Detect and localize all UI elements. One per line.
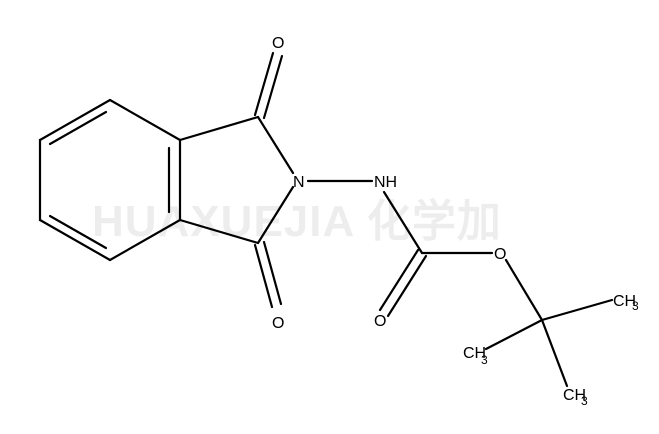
bond-nh-c — [382, 190, 424, 255]
double-bond — [386, 254, 428, 318]
double-bond-inner — [48, 214, 108, 250]
atom-nh: NH — [374, 174, 397, 191]
double-bond — [253, 243, 274, 309]
atom-o-top: O — [272, 35, 284, 52]
carbonyl-bottom — [253, 240, 283, 309]
bond — [38, 218, 112, 262]
methyl-right-label: CH — [613, 293, 636, 310]
bond — [256, 115, 295, 175]
bond — [256, 185, 295, 245]
atom-o-bottom: O — [272, 315, 284, 332]
double-bond — [378, 248, 420, 312]
atom-o-carbonyl: O — [374, 313, 386, 330]
methyl-left-label: CH — [463, 345, 486, 362]
bond-o-c — [504, 258, 544, 322]
bond — [38, 98, 112, 142]
methyl-right-subscript: 3 — [632, 299, 639, 313]
double-bond — [262, 240, 283, 306]
methyl-right: CH 3 — [613, 293, 639, 313]
carbonyl-carbamate — [378, 248, 428, 318]
bond-methyl — [540, 298, 614, 322]
methyl-bottom-label: CH — [563, 387, 586, 404]
methyl-left-subscript: 3 — [481, 353, 488, 367]
bond-methyl — [540, 318, 569, 388]
bond — [108, 98, 182, 142]
methyl-bottom-subscript: 3 — [581, 394, 588, 408]
bond-methyl — [484, 318, 544, 351]
double-bond-inner — [48, 110, 108, 146]
benzene-ring — [38, 98, 182, 262]
imide-ring — [178, 115, 295, 245]
atom-o-ester: O — [494, 246, 506, 263]
double-bond — [262, 54, 284, 120]
watermark: HUAXUEJIA 化学加 — [92, 197, 502, 246]
methyl-bottom: CH 3 — [563, 387, 588, 408]
carbonyl-top — [253, 51, 284, 120]
double-bond — [253, 51, 275, 117]
bond — [178, 115, 260, 142]
methyl-left: CH 3 — [463, 345, 488, 367]
bond — [108, 218, 182, 262]
bond — [178, 218, 260, 245]
atom-n-ring: N — [293, 174, 305, 191]
